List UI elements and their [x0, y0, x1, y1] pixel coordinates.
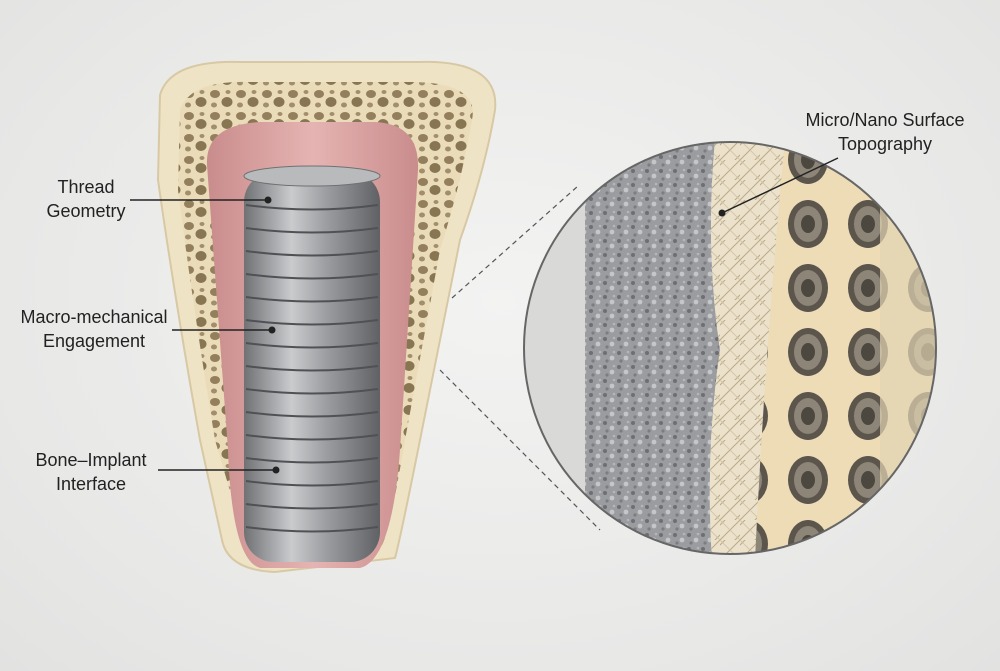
implant-thread	[245, 503, 379, 510]
implant-thread	[245, 388, 379, 395]
label-thread-line2: Geometry	[46, 201, 126, 221]
label-bone-line1: Bone–Implant	[35, 450, 147, 470]
label-micro-line2: Topography	[837, 134, 933, 154]
label-thread-line1: Thread	[57, 177, 115, 197]
implant-thread	[245, 273, 379, 280]
implant-thread	[245, 480, 379, 487]
leader-micro	[721, 157, 839, 214]
label-micro-line1: Micro/Nano Surface	[805, 110, 965, 130]
implant-thread	[245, 434, 379, 441]
implant-thread	[245, 319, 379, 326]
label-bone-implant-interface: Bone–Implant Interface	[28, 448, 154, 496]
implant-thread	[245, 250, 379, 257]
implant-thread	[245, 457, 379, 464]
dental-implant	[243, 165, 381, 562]
implant-thread	[245, 204, 379, 211]
implant-thread	[245, 365, 379, 372]
zoom-guide-upper	[451, 185, 579, 299]
label-thread-geometry: Thread Geometry	[40, 175, 132, 223]
label-macro-mechanical-engagement: Macro-mechanical Engagement	[20, 305, 168, 353]
magnified-view-border	[523, 141, 937, 555]
implant-thread	[245, 296, 379, 303]
magnified-view	[524, 142, 936, 554]
implant-thread	[245, 526, 379, 533]
label-bone-line2: Interface	[55, 474, 127, 494]
label-macro-line2: Engagement	[42, 331, 146, 351]
zoom-guide-lower	[439, 369, 601, 531]
label-macro-line1: Macro-mechanical	[20, 307, 168, 327]
implant-thread	[245, 227, 379, 234]
implant-thread	[245, 342, 379, 349]
label-micro-nano-surface-topography: Micro/Nano Surface Topography	[790, 108, 980, 156]
implant-thread	[245, 411, 379, 418]
